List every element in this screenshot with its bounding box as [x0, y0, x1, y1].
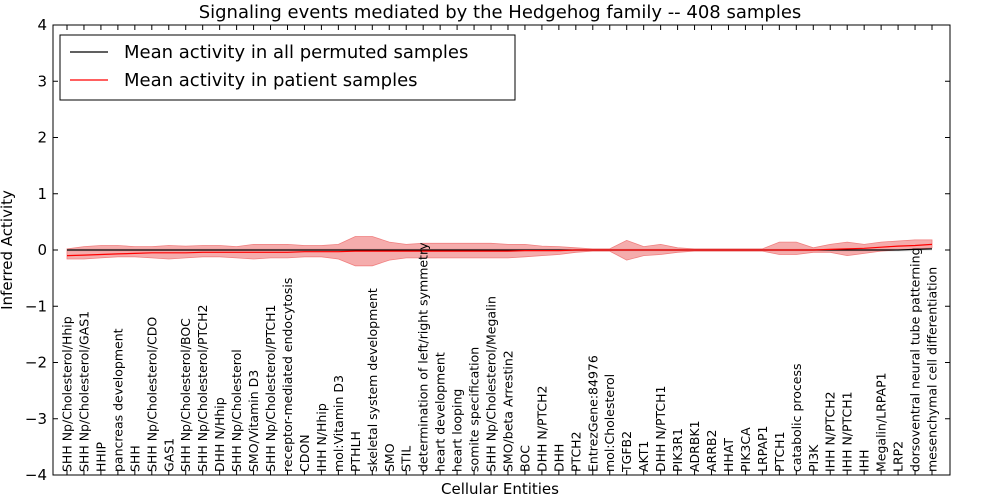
x-tick-label: PIK3R1: [670, 428, 685, 472]
x-tick-label: somite specification: [467, 347, 482, 472]
x-tick-label: determination of left/right symmetry: [416, 242, 431, 472]
y-tick-label: −3: [25, 410, 47, 428]
x-tick-label: PTCH1: [772, 431, 787, 472]
x-tick-label: SHH Np/Cholesterol/Hhip: [60, 316, 75, 472]
x-tick-label: LRP2: [891, 441, 906, 472]
x-tick-label: SMO: [382, 443, 397, 472]
legend: Mean activity in all permuted samplesMea…: [59, 34, 516, 101]
y-tick-label: −4: [25, 466, 47, 484]
x-tick-label: Megalin/LRPAP1: [874, 372, 889, 472]
series-2-line: [66, 243, 933, 257]
x-tick-label: PIK3CA: [738, 427, 753, 472]
x-tick-label: PTHLH: [348, 431, 363, 472]
y-tick-label: 0: [37, 241, 47, 259]
x-tick-label: ARRB2: [704, 430, 719, 472]
lines-layer: [66, 243, 933, 257]
x-tick-label: HHAT: [721, 438, 736, 472]
x-tick-label: GAS1: [161, 438, 176, 472]
x-tick-label: BOC: [517, 445, 532, 472]
x-tick-label: SMO/beta Arrestin2: [501, 350, 516, 472]
y-tick-label: 4: [37, 16, 47, 34]
x-tick-label: IHH N/PTCH1: [840, 391, 855, 472]
x-tick-label: DHH: [551, 444, 566, 472]
y-axis-label: Inferred Activity: [0, 190, 16, 310]
x-tick-label: ADRBK1: [687, 420, 702, 472]
x-tick-label: SMO/Vitamin D3: [246, 370, 261, 472]
x-tick-label: SHH Np/Cholesterol/BOC: [178, 318, 193, 472]
x-tick-label: heart looping: [450, 389, 465, 472]
x-tick-label: mesenchymal cell differentiation: [925, 267, 940, 472]
x-tick-label: SHH Np/Cholesterol/GAS1: [77, 311, 92, 472]
x-tick-label: DHH N/PTCH2: [534, 386, 549, 472]
x-tick-label: IHH N/PTCH2: [823, 391, 838, 472]
x-tick-label: mol:Vitamin D3: [331, 375, 346, 472]
x-tick-label: EntrezGene:84976: [585, 355, 600, 472]
x-tick-label: PTCH2: [568, 431, 583, 472]
x-tick-label: mol:Cholesterol: [602, 374, 617, 472]
legend-box: [59, 34, 516, 101]
y-tick-label: 1: [37, 185, 47, 203]
x-tick-label: pancreas development: [110, 328, 125, 472]
x-tick-label: LRPAP1: [755, 426, 770, 472]
y-tick-label: 2: [37, 129, 47, 147]
x-tick-label: skeletal system development: [365, 288, 380, 472]
x-tick-label: DHH N/PTCH1: [653, 386, 668, 472]
x-tick-label: STIL: [399, 446, 414, 472]
legend-label: Mean activity in all permuted samples: [124, 42, 468, 63]
x-tick-label: IHH N/Hhip: [314, 403, 329, 472]
x-axis-label: Cellular Entities: [441, 480, 559, 498]
x-tick-label: dorsoventral neural tube patterning: [908, 248, 923, 473]
y-tick-label: −2: [25, 354, 47, 372]
x-tick-label: receptor-mediated endocytosis: [280, 278, 295, 472]
y-tick-label: 3: [37, 72, 47, 90]
legend-label: Mean activity in patient samples: [124, 70, 418, 91]
x-tick-label: SHH: [127, 445, 142, 472]
x-tick-label: CDON: [297, 434, 312, 472]
x-tick-label: HHIP: [93, 442, 108, 472]
x-tick-label: DHH N/Hhip: [212, 397, 227, 472]
x-tick-label: PI3K: [806, 444, 821, 472]
y-axis: −4 −3 −2 −1 0 1 2 3 4: [25, 16, 950, 484]
x-tick-label: IHH: [857, 450, 872, 473]
x-tick-label: SHH Np/Cholesterol/Megalin: [484, 296, 499, 472]
x-tick-label: SHH Np/Cholesterol/CDO: [144, 317, 159, 472]
x-tick-label: SHH Np/Cholesterol: [229, 349, 244, 472]
x-tick-label: SHH Np/Cholesterol/PTCH2: [195, 305, 210, 473]
y-tick-label: −1: [25, 297, 47, 315]
x-tick-label: SHH Np/Cholesterol/PTCH1: [263, 305, 278, 473]
x-tick-label: heart development: [433, 352, 448, 472]
x-tick-label: AKT1: [636, 441, 651, 472]
chart-title: Signaling events mediated by the Hedgeho…: [199, 2, 802, 23]
x-tick-label: TGFB2: [619, 431, 634, 473]
x-tick-label: catabolic process: [789, 363, 804, 472]
